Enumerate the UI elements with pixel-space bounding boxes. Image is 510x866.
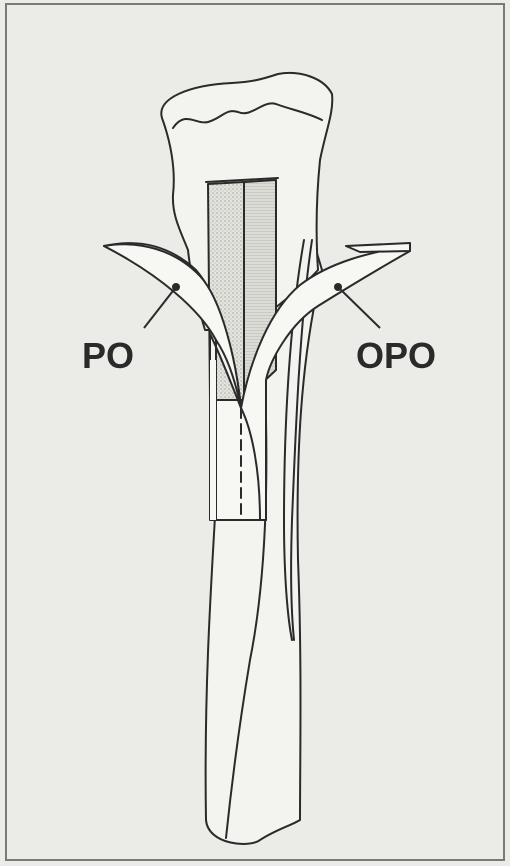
label-opo: OPO	[356, 335, 436, 376]
opo-leader-line	[338, 287, 380, 328]
left-flap-lower	[210, 360, 216, 520]
po-leader-line	[144, 287, 176, 328]
label-po: PO	[82, 335, 134, 376]
right-flap-tip	[346, 243, 410, 252]
